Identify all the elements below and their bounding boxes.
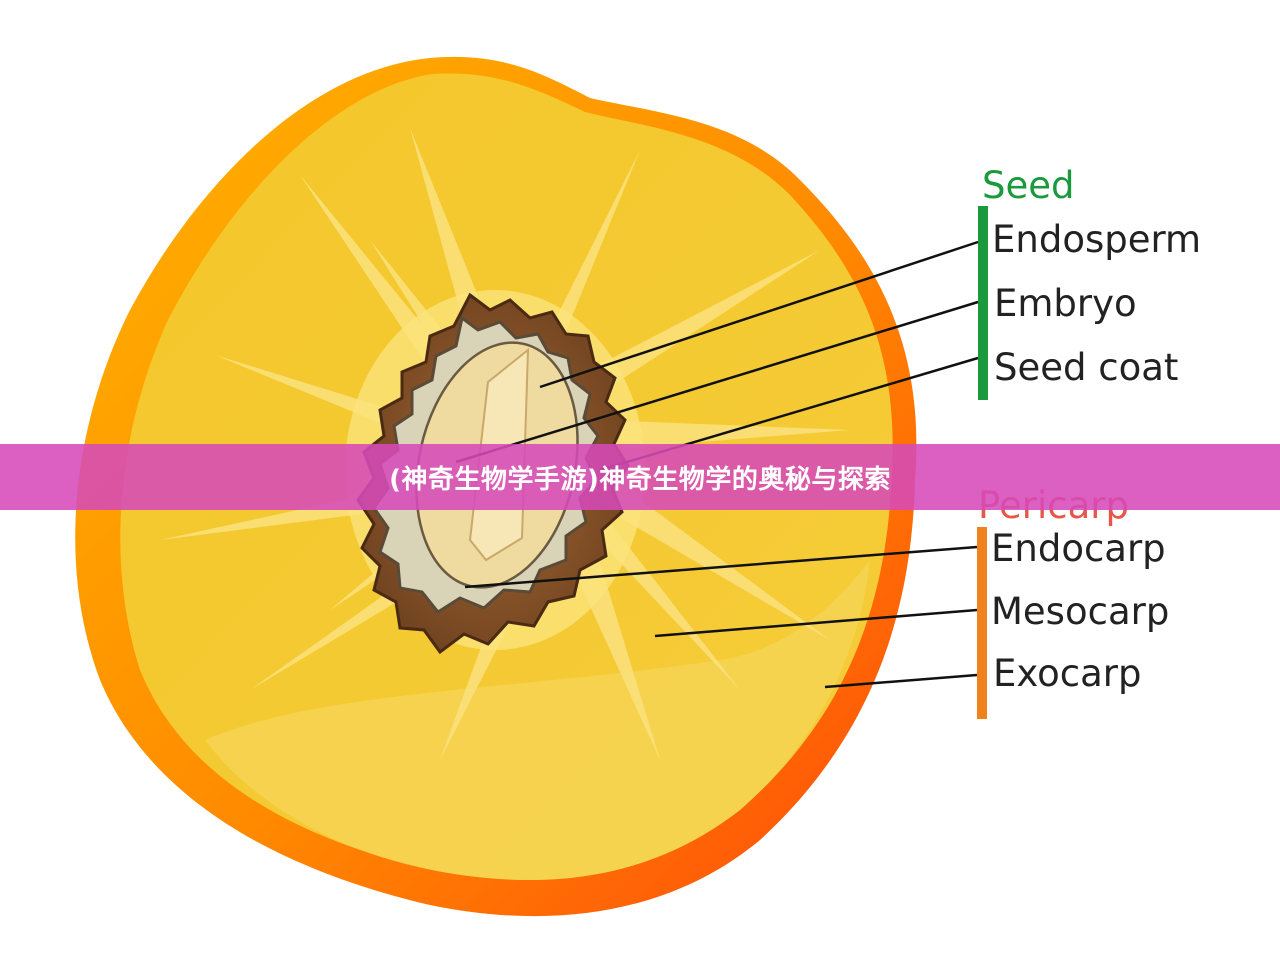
label-endocarp: Endocarp — [991, 527, 1166, 570]
leader-line-endosperm — [539, 240, 979, 389]
mesocarp-lower-band — [205, 560, 870, 880]
label-exocarp: Exocarp — [993, 652, 1142, 695]
pericarp-bracket — [977, 527, 987, 719]
leader-line-embryo — [455, 300, 979, 464]
banner-title: (神奇生物学手游)神奇生物学的奥秘与探索 — [389, 464, 891, 495]
title-banner: (神奇生物学手游)神奇生物学的奥秘与探索 — [0, 444, 1280, 510]
label-seed-coat: Seed coat — [994, 346, 1178, 389]
seed-bracket — [978, 206, 988, 400]
seed-group-title: Seed — [982, 164, 1075, 207]
label-endosperm: Endosperm — [992, 218, 1201, 261]
label-embryo: Embryo — [994, 282, 1137, 325]
leader-line-endocarp — [464, 545, 978, 589]
leader-line-exocarp — [824, 673, 978, 689]
leader-line-mesocarp — [654, 608, 978, 638]
label-mesocarp: Mesocarp — [991, 590, 1169, 633]
